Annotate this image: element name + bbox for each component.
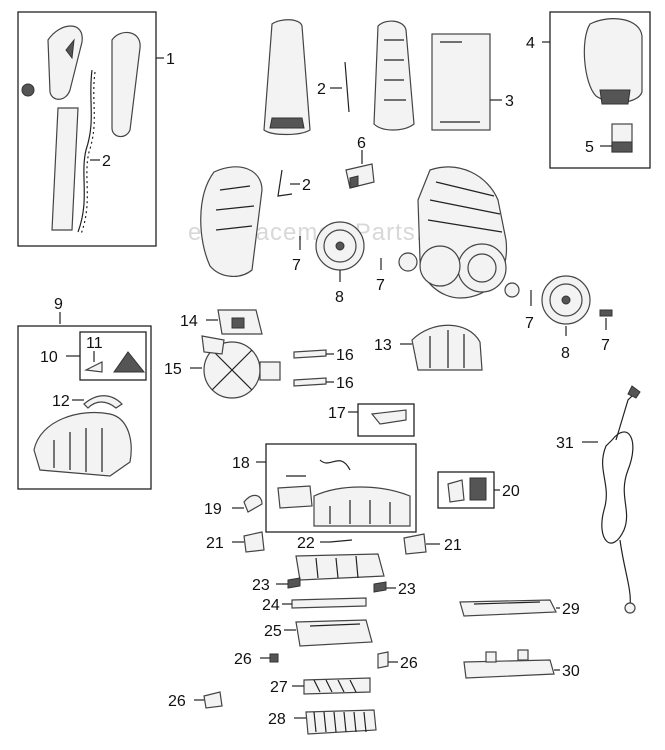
part-valve-b — [469, 477, 487, 501]
part-foot-plate — [463, 649, 555, 679]
part-main-chassis — [417, 166, 508, 299]
callout-8-a: 8 — [335, 289, 344, 306]
callout-15: 15 — [164, 361, 182, 378]
part-screw-left — [287, 577, 301, 589]
part-handle-tube — [51, 107, 79, 231]
callout-20: 20 — [502, 483, 520, 500]
part-tank-rear-frame — [373, 20, 415, 131]
callout-26-a: 26 — [234, 651, 252, 668]
part-brush-cover — [295, 619, 373, 647]
part-rear-housing — [200, 166, 263, 277]
part-bracket-left — [243, 531, 265, 553]
callout-5: 5 — [585, 139, 594, 156]
callout-23-b: 23 — [398, 581, 416, 598]
part-pump-assembly — [277, 459, 411, 527]
part-handle-cover — [111, 31, 141, 138]
part-motor-assembly — [201, 335, 281, 399]
callout-22: 22 — [297, 535, 315, 552]
callout-28: 28 — [268, 711, 286, 728]
callout-21-a: 21 — [206, 535, 224, 552]
part-latch-right — [377, 651, 389, 669]
part-filter-mesh — [113, 351, 146, 373]
callout-2-box1: 2 — [102, 153, 111, 170]
part-handle-grip — [21, 25, 83, 100]
callout-7-b: 7 — [376, 277, 385, 294]
part-tank-rod — [344, 61, 350, 113]
callout-26-c: 26 — [168, 693, 186, 710]
part-wheel-right — [541, 275, 591, 325]
part-wheel-left — [315, 221, 365, 271]
part-trigger — [370, 409, 407, 425]
callout-24: 24 — [262, 597, 280, 614]
part-brush-housing — [295, 553, 385, 581]
part-drive-shaft — [291, 597, 367, 609]
part-gasket-b — [293, 377, 327, 387]
part-tank-front-cover — [263, 19, 311, 136]
part-instruction-card — [431, 33, 491, 131]
callout-19: 19 — [204, 501, 222, 518]
callout-8-b: 8 — [561, 345, 570, 362]
callout-12: 12 — [52, 393, 70, 410]
part-gasket-a — [293, 349, 327, 359]
callout-3: 3 — [505, 93, 514, 110]
part-ring-left — [398, 252, 418, 272]
group-box-handle — [17, 11, 157, 247]
callout-27: 27 — [270, 679, 288, 696]
part-ring-right — [504, 282, 520, 298]
part-wire-harness — [77, 69, 96, 235]
part-motor-cap — [217, 309, 263, 335]
callout-2-top: 2 — [317, 81, 326, 98]
callout-2-mid: 2 — [302, 177, 311, 194]
group-box-17 — [357, 403, 415, 437]
callout-7-a: 7 — [292, 257, 301, 274]
group-box-pump — [265, 443, 417, 533]
part-clean-water-tank — [583, 18, 643, 105]
callout-17: 17 — [328, 405, 346, 422]
callout-7-c: 7 — [525, 315, 534, 332]
callout-10: 10 — [40, 349, 58, 366]
callout-1: 1 — [166, 51, 175, 68]
part-spring — [329, 539, 353, 543]
part-side-cover — [411, 324, 483, 371]
callout-31: 31 — [556, 435, 574, 452]
callout-9: 9 — [54, 296, 63, 313]
callout-18: 18 — [232, 455, 250, 472]
part-filter-small — [83, 361, 103, 373]
callout-11: 11 — [86, 335, 103, 352]
group-box-nozzle — [17, 325, 152, 490]
part-nozzle-tip — [243, 494, 263, 513]
callout-26-b: 26 — [400, 655, 418, 672]
part-clip — [345, 163, 375, 189]
part-rod-small — [277, 169, 293, 197]
callout-16-b: 16 — [336, 375, 354, 392]
callout-25: 25 — [264, 623, 282, 640]
part-brush-roll — [303, 677, 371, 695]
callout-13: 13 — [374, 337, 392, 354]
callout-7-d: 7 — [601, 337, 610, 354]
group-box-tank — [549, 11, 651, 169]
callout-23-a: 23 — [252, 577, 270, 594]
part-bracket-right — [403, 533, 427, 555]
part-valve-a — [447, 479, 465, 503]
part-base-plate — [459, 599, 557, 617]
callout-21-b: 21 — [444, 537, 462, 554]
callout-4: 4 — [526, 35, 535, 52]
part-brush-bristles — [305, 709, 377, 735]
part-power-cord — [601, 385, 641, 614]
part-latch-left — [203, 691, 223, 709]
part-screw-right — [373, 581, 387, 593]
callout-16-a: 16 — [336, 347, 354, 364]
part-tank-cap — [611, 123, 633, 153]
part-pin — [599, 309, 613, 317]
callout-29: 29 — [562, 601, 580, 618]
callout-6: 6 — [357, 135, 366, 152]
callout-14: 14 — [180, 313, 198, 330]
part-nozzle-latch — [83, 395, 123, 409]
callout-30: 30 — [562, 663, 580, 680]
part-small-screw — [269, 653, 279, 663]
part-nozzle-cover — [33, 411, 132, 477]
